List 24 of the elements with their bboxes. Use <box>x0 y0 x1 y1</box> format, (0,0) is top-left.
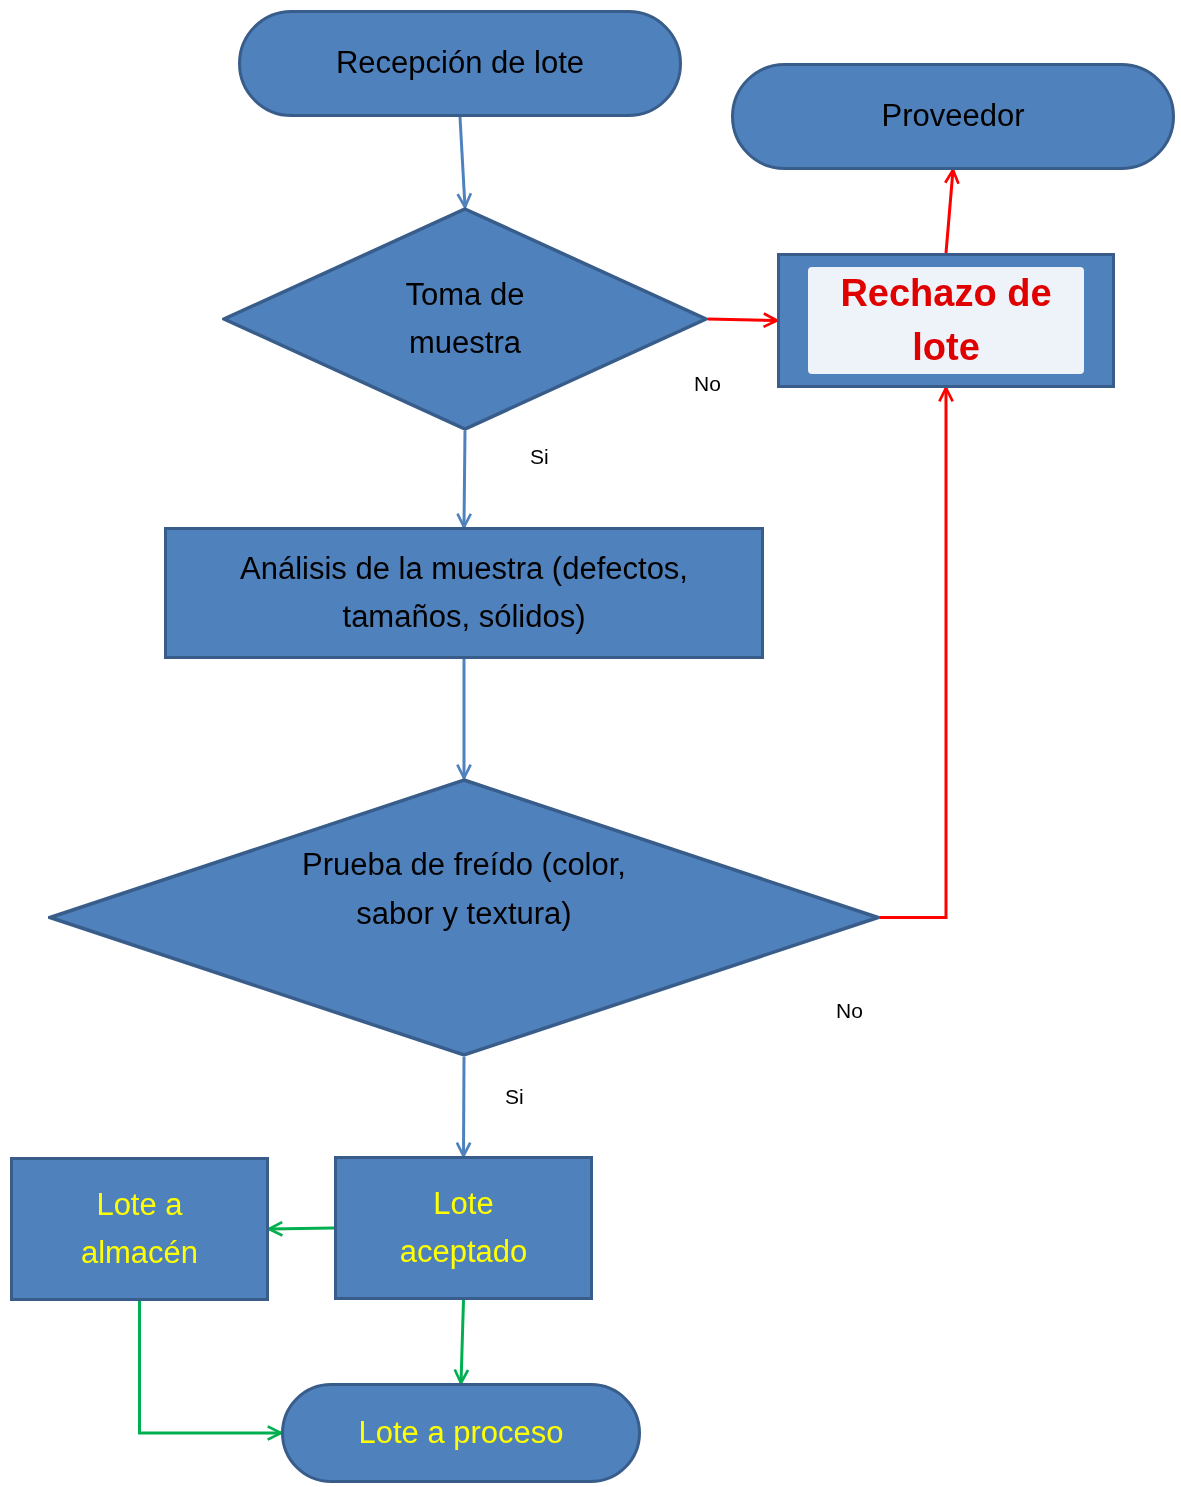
node-text: Toma de muestra <box>404 275 526 362</box>
decision-diamond <box>48 778 880 1057</box>
arrow <box>707 312 779 329</box>
node-text: Proveedor <box>881 97 1025 136</box>
process-box <box>777 253 1115 388</box>
node-text: Recepción de lote <box>335 44 585 83</box>
arrow <box>456 659 472 780</box>
node-text: Rechazo de lote <box>808 267 1084 374</box>
node-text: Prueba de freído (color, sabor y textura) <box>301 846 627 933</box>
arrow <box>138 1301 283 1441</box>
node-text: Análisis de la muestra (defectos, tamaños, sólidos) <box>239 549 689 636</box>
arrow <box>456 116 473 209</box>
arrow <box>455 1057 472 1158</box>
process-box <box>164 527 764 659</box>
node-text: Lote a almacén <box>79 1185 200 1272</box>
arrow <box>453 1299 470 1385</box>
arrow <box>880 386 954 919</box>
node-text: Lote aceptado <box>398 1184 529 1271</box>
process-box <box>10 1157 269 1301</box>
arrow <box>456 431 473 529</box>
arrow <box>943 168 960 254</box>
arrow <box>267 1220 335 1237</box>
process-box <box>334 1156 593 1300</box>
node-text: Lote a proceso <box>358 1413 564 1452</box>
